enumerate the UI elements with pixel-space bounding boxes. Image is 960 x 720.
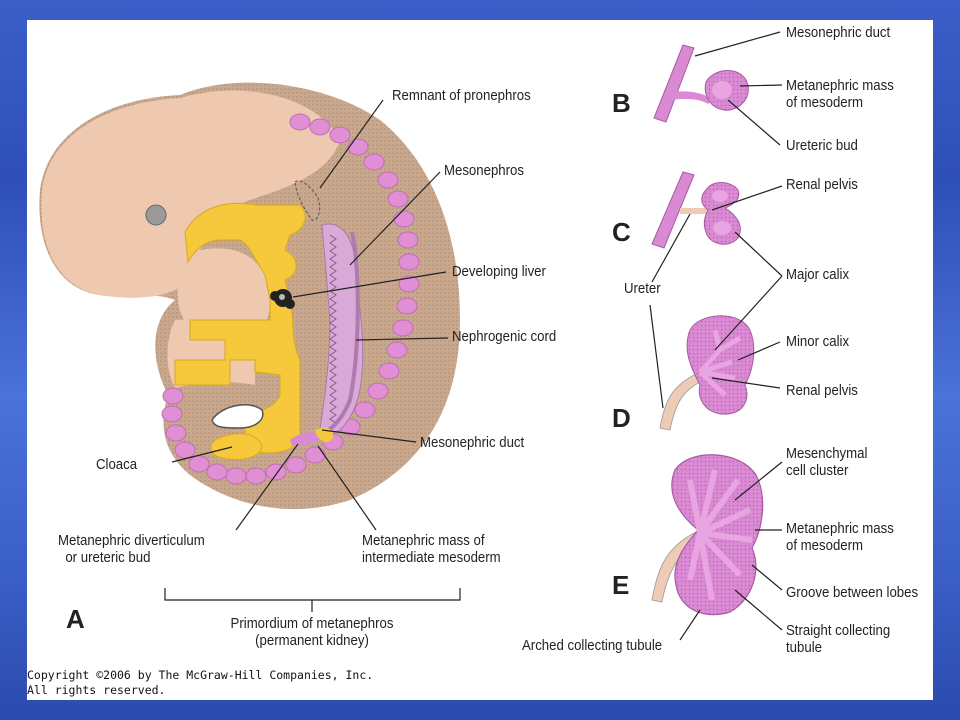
label-renal-pelvis-d: Renal pelvis — [786, 382, 858, 399]
ureteric-stalk-c — [680, 208, 712, 214]
label-ureter: Ureter — [624, 280, 661, 297]
label-metanephric-mass-b: Metanephric mass of mesoderm — [786, 77, 894, 111]
gut-tube — [174, 202, 306, 454]
copyright-notice: Copyright ©2006 by The McGraw-Hill Compa… — [27, 668, 374, 697]
leader-lines-b — [694, 31, 783, 146]
label-metanephric-diverticulum: Metanephric diverticulum or ureteric bud — [58, 532, 205, 566]
label-nephrogenic-cord: Nephrogenic cord — [452, 328, 557, 345]
ureteric-bud-b — [670, 91, 712, 104]
leader-lines-c — [651, 185, 783, 283]
label-renal-pelvis-c: Renal pelvis — [786, 176, 858, 193]
panel-letter-a: A — [66, 604, 85, 634]
label-metanephric-mass-intermediate: Metanephric mass of intermediate mesoder… — [362, 532, 501, 566]
otic-vesicle — [145, 204, 167, 226]
label-ureteric-bud: Ureteric bud — [786, 137, 858, 154]
panel-letter-b: B — [612, 88, 631, 118]
figure-e — [651, 454, 764, 616]
panel-letter-e: E — [612, 570, 630, 600]
cloaca-shape — [210, 433, 263, 460]
label-major-calix: Major calix — [786, 266, 850, 283]
developing-liver-icon — [270, 289, 295, 309]
leader-lines-d — [649, 275, 783, 409]
calices-d — [698, 329, 742, 397]
label-mesonephros: Mesonephros — [444, 162, 524, 179]
label-arched-collecting: Arched collecting tubule — [522, 637, 663, 654]
label-developing-liver: Developing liver — [452, 263, 546, 280]
label-straight-collecting: Straight collecting tubule — [786, 622, 891, 656]
embryo-head — [41, 90, 340, 298]
label-metanephric-mass-e: Metanephric mass of mesoderm — [786, 520, 894, 554]
mesonephric-duct-b — [653, 44, 695, 123]
label-primordium: Primordium of metanephros (permanent kid… — [230, 615, 394, 649]
leader-lines-a — [164, 99, 461, 612]
ureteric-bud-a — [290, 432, 322, 446]
mesonephric-tubules — [329, 234, 337, 424]
label-groove-between-lobes: Groove between lobes — [786, 584, 919, 601]
embryo-heart-region — [177, 248, 271, 341]
collecting-tubules-e — [687, 469, 753, 601]
mesonephric-duct-c — [651, 171, 695, 249]
pronephros-remnant — [294, 180, 321, 221]
leader-lines-e — [679, 461, 783, 641]
somites — [161, 113, 420, 485]
figure-b — [653, 44, 749, 123]
panel-letter-d: D — [612, 403, 631, 433]
label-remnant-pronephros: Remnant of pronephros — [392, 87, 531, 104]
figure-c — [651, 171, 741, 249]
panel-letter-c: C — [612, 217, 631, 247]
allantois-white — [211, 404, 264, 429]
label-cloaca: Cloaca — [96, 456, 138, 473]
label-mesenchymal-cluster: Mesenchymal cell cluster — [786, 445, 868, 479]
figure-d — [659, 315, 755, 431]
label-minor-calix: Minor calix — [786, 333, 850, 350]
embryo-figure-a — [39, 82, 461, 510]
label-mesonephric-duct-b: Mesonephric duct — [786, 24, 891, 41]
label-mesonephric-duct-a: Mesonephric duct — [420, 434, 525, 451]
